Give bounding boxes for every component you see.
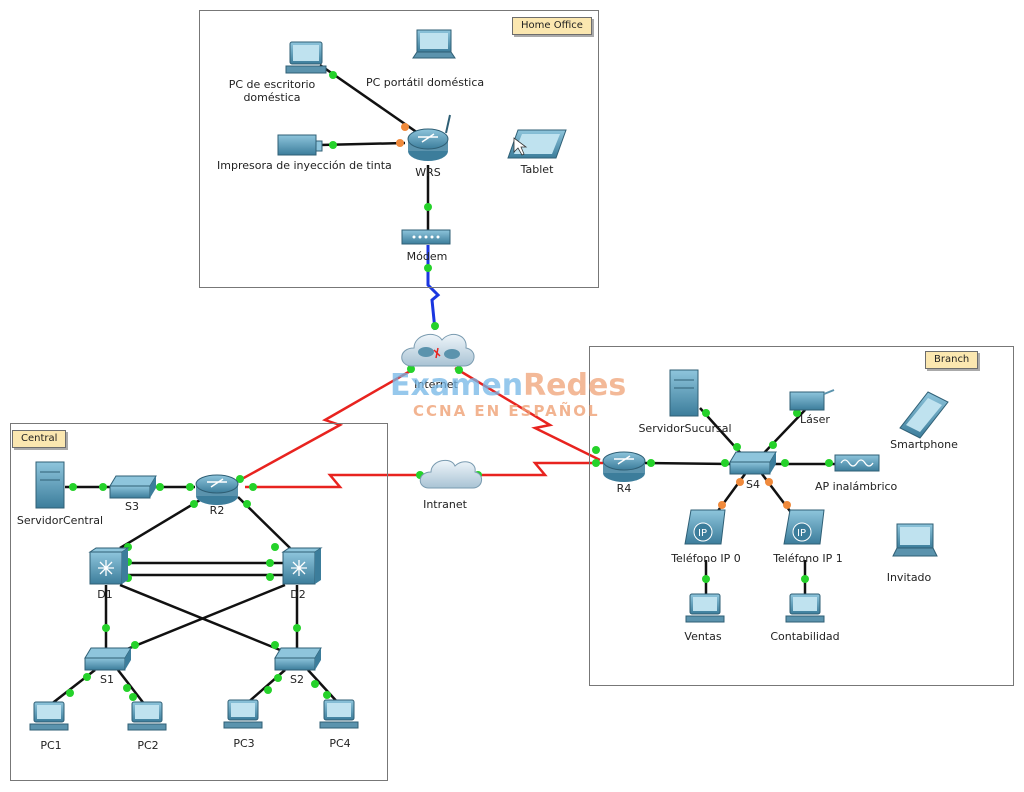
cable-s2-pc4[interactable] [307,669,341,706]
s3-label: S3 [125,500,139,513]
servidor-sucursal-label: ServidorSucursal [638,422,732,435]
pc-desktop-label-line2: doméstica [243,91,301,104]
cable-s1-pc2[interactable] [117,669,146,706]
r2-router-icon[interactable] [195,474,239,505]
watermark-word2: Redes [523,368,627,403]
cable-r4-s4[interactable] [644,461,731,466]
s3-switch-icon[interactable] [109,475,157,499]
central-tag: Central [12,430,67,448]
s1-switch-icon[interactable] [84,647,132,671]
intranet-label: Intranet [423,498,467,511]
cable-r2-intranet[interactable] [245,473,425,489]
s2-label: S2 [290,673,304,686]
laptop-label: PC portátil doméstica [366,76,485,89]
s2-switch-icon[interactable] [274,647,322,671]
modem-icon[interactable] [401,229,451,245]
pc-desktop-icon[interactable] [285,41,327,74]
servidor-central-label: ServidorCentral [16,514,104,527]
s4-label: S4 [746,478,760,491]
ap-label: AP inalámbrico [815,480,898,493]
cable-internet-r2[interactable] [239,368,413,482]
laser-label: Láser [800,413,830,426]
smartphone-label: Smartphone [890,438,958,451]
tablet-icon[interactable] [507,129,567,159]
printer-label: Impresora de inyección de tinta [217,159,392,172]
ip-phone-1-icon[interactable]: IP [783,509,825,545]
wireless-ap-icon[interactable] [834,454,880,472]
smartphone-icon[interactable] [899,391,949,439]
servidor-sucursal-icon[interactable] [669,369,699,417]
s1-label: S1 [100,673,114,686]
watermark-word1: Examen [390,368,524,403]
ip-phone-1-label: Teléfono IP 1 [773,552,843,565]
wrs-router-icon[interactable] [407,114,451,161]
pc2-icon[interactable] [127,701,167,731]
pc4-icon[interactable] [319,699,359,729]
pc3-label: PC3 [233,737,255,750]
invitado-laptop-icon[interactable] [892,523,938,557]
cable-d2-s1[interactable] [119,583,286,654]
watermark-tagline: CCNA EN ESPAÑOL [413,402,600,420]
pc1-icon[interactable] [29,701,69,731]
pc2-label: PC2 [137,739,159,752]
contabilidad-label: Contabilidad [770,630,840,643]
contabilidad-pc-icon[interactable] [785,593,825,623]
ventas-pc-icon[interactable] [685,593,725,623]
invitado-label: Invitado [886,571,932,584]
s4-switch-icon[interactable] [729,451,777,475]
pc3-icon[interactable] [223,699,263,729]
pc-desktop-label-line1: PC de escritorio [228,78,316,91]
internet-label: Internet [414,378,458,391]
home-office-area [199,10,599,288]
d1-multilayer-switch-icon[interactable] [88,547,130,585]
cable-internet-r4[interactable] [454,366,601,462]
ventas-label: Ventas [684,630,722,643]
pc4-label: PC4 [329,737,351,750]
ip-phone-0-icon[interactable]: IP [684,509,726,545]
laser-printer-icon[interactable] [789,389,835,411]
printer-icon[interactable] [277,134,323,156]
svg-text:IP: IP [698,528,707,539]
r2-label: R2 [209,504,225,517]
cable-pc-desktop-wrs[interactable] [319,63,429,142]
d2-multilayer-switch-icon[interactable] [281,547,323,585]
servidor-central-icon[interactable] [35,461,65,509]
cable-intranet-r4[interactable] [478,461,605,477]
branch-tag: Branch [925,351,979,369]
modem-label: Módem [406,250,448,263]
central-area [10,423,388,781]
d2-label: D2 [290,588,306,601]
d1-label: D1 [97,588,113,601]
laptop-icon[interactable] [412,29,456,59]
svg-text:IP: IP [797,528,806,539]
ip-phone-0-label: Teléfono IP 0 [671,552,741,565]
intranet-cloud-icon[interactable] [419,459,482,489]
tablet-label: Tablet [520,163,554,176]
r4-label: R4 [616,482,632,495]
pc1-label: PC1 [40,739,62,752]
r4-router-icon[interactable] [602,451,646,482]
home-office-tag: Home Office [512,17,592,35]
wrs-label: WRS [415,166,441,179]
branch-area [589,346,1014,686]
cable-laser-s4[interactable] [761,409,806,456]
internet-cloud-icon[interactable] [401,333,475,367]
watermark-brand: ExamenRedes [390,368,626,403]
